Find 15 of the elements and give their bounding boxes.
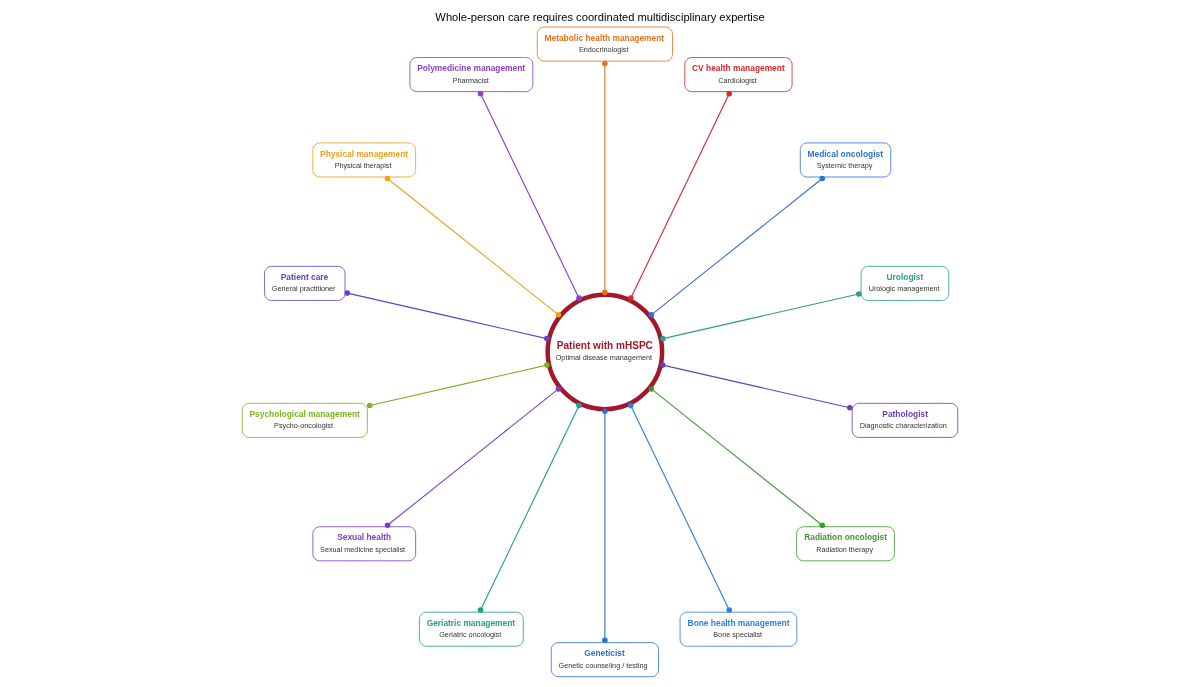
connector xyxy=(627,90,732,301)
diagram-title: Whole-person care requires coordinated multidisciplinary expertise xyxy=(435,11,765,24)
connector xyxy=(384,386,562,528)
connector xyxy=(648,175,825,318)
connector xyxy=(344,290,550,342)
connector xyxy=(660,362,853,411)
connector xyxy=(477,402,582,613)
connector xyxy=(366,362,550,409)
connector xyxy=(627,402,732,613)
connector xyxy=(602,408,608,644)
connector xyxy=(602,60,608,296)
connector xyxy=(384,175,562,318)
connector xyxy=(477,90,582,301)
connector xyxy=(648,386,825,528)
connector xyxy=(660,291,862,342)
